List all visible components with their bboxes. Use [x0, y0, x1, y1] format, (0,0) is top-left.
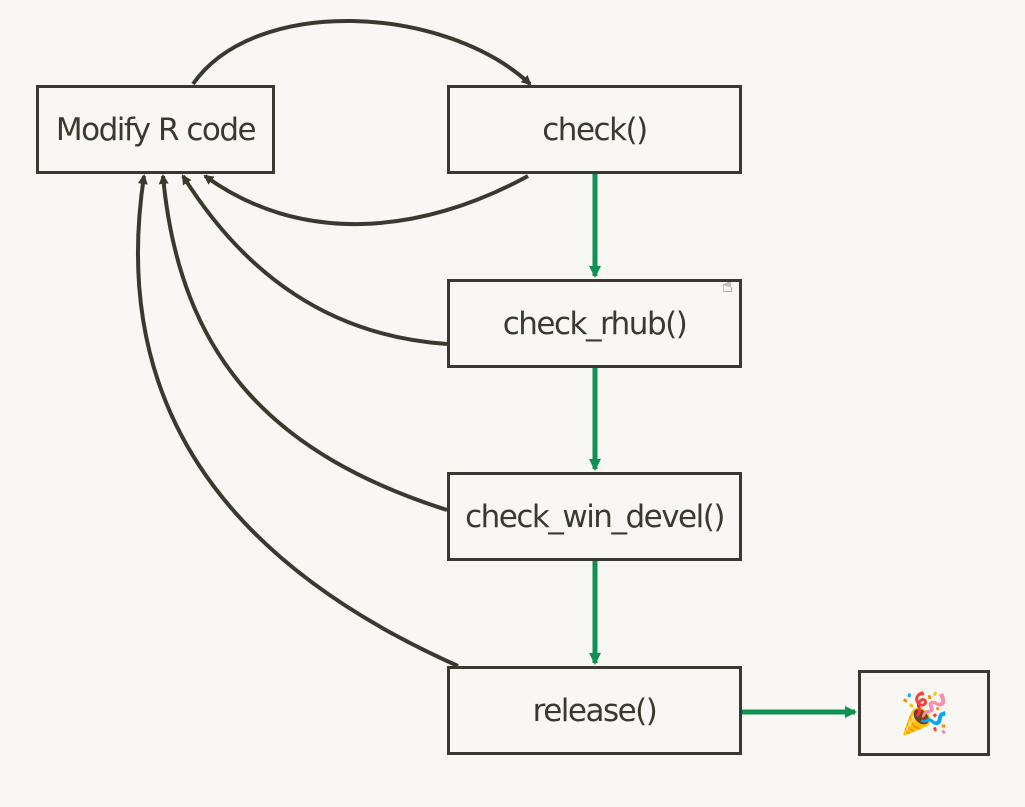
- hand-pointer-icon: ☝: [722, 276, 733, 297]
- release-node: release(): [447, 666, 742, 755]
- arrow-win-to-modify: [158, 174, 448, 512]
- arrow-release-to-modify: [135, 174, 459, 668]
- check-win-devel-node: check_win_devel(): [447, 472, 742, 561]
- arrow-rhub-to-modify: [181, 174, 448, 346]
- release-label: release(): [532, 692, 658, 729]
- modify-r-code-node: Modify R code: [36, 85, 275, 174]
- party-node: 🎉: [858, 670, 990, 756]
- check-node: check(): [447, 85, 742, 174]
- check-rhub-node: check_rhub(): [447, 279, 742, 368]
- party-popper-icon: 🎉: [899, 690, 950, 737]
- check-win-devel-label: check_win_devel(): [465, 498, 725, 535]
- arrow-modify-to-check: [191, 18, 532, 86]
- check-label: check(): [542, 111, 648, 148]
- modify-r-code-label: Modify R code: [55, 111, 257, 148]
- arrow-check-to-modify: [203, 174, 529, 227]
- check-rhub-label: check_rhub(): [502, 305, 688, 342]
